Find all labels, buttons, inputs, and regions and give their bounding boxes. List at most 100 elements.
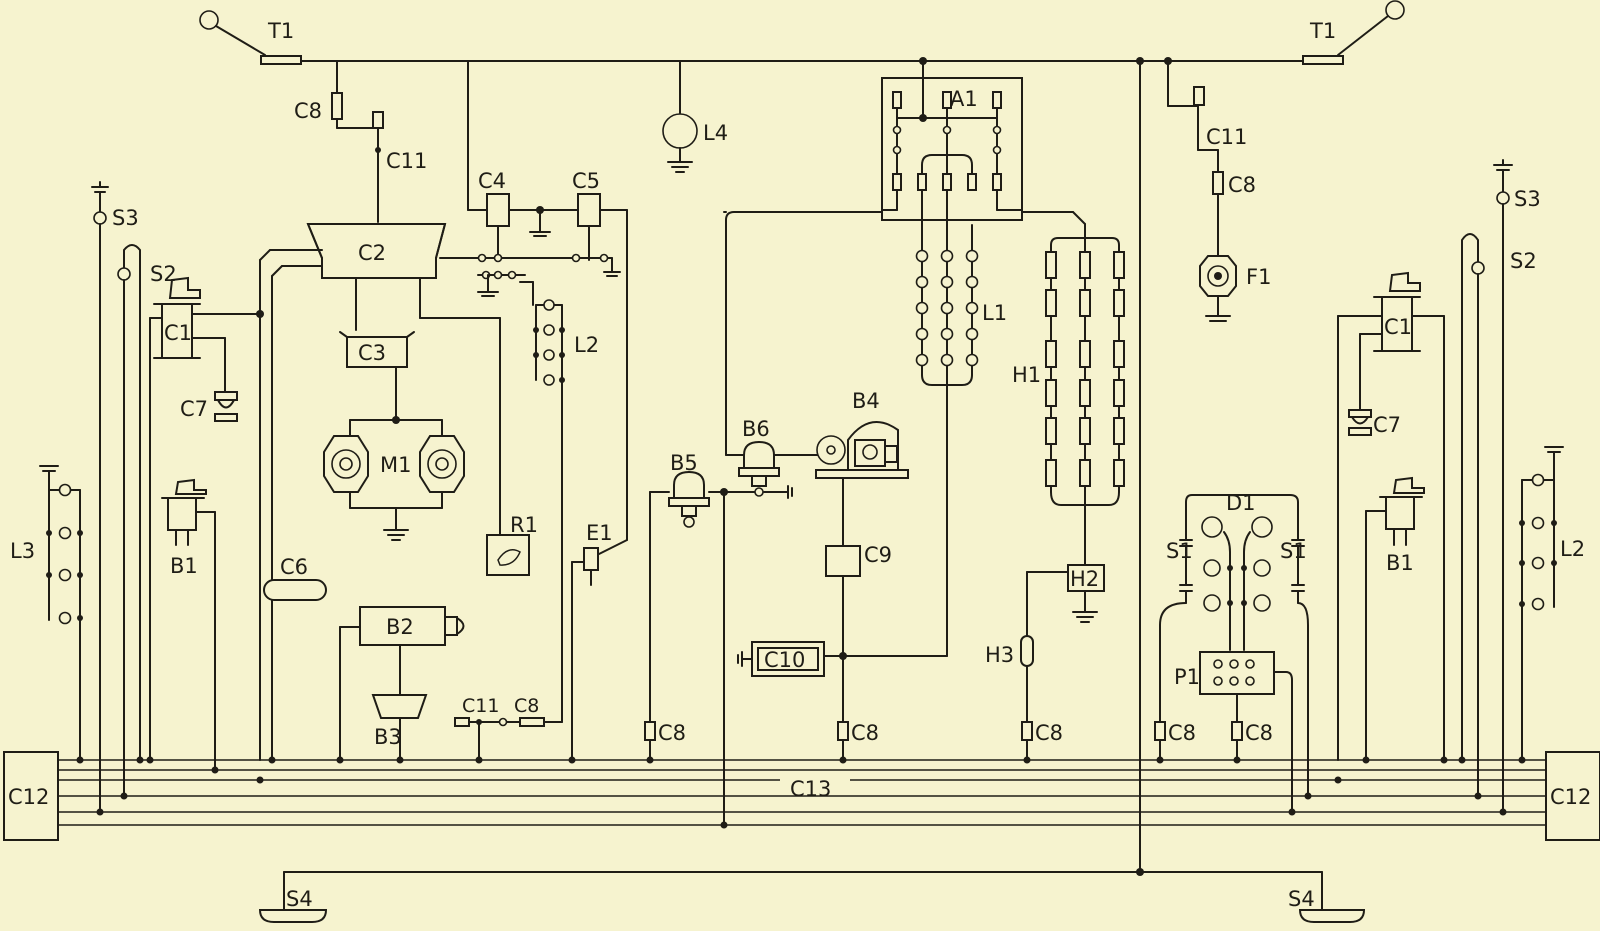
label-b1-left: B1 [170,554,198,578]
bus-c13 [58,756,1546,829]
component-c11-c8-low [454,717,545,761]
lamp-l4 [662,60,698,173]
label-c8-p1: C8 [1245,721,1273,745]
label-b6: B6 [742,417,770,441]
component-c7-right [1348,409,1372,436]
label-b5: B5 [670,451,698,475]
label-s3-left: S3 [112,206,139,230]
component-c1-left [117,244,264,797]
coil-chain-l2-right [1519,446,1564,761]
label-l4: L4 [703,121,728,145]
label-d1: D1 [1226,491,1256,515]
label-b3: B3 [374,725,402,749]
label-c8-h3: C8 [1035,721,1063,745]
coil-chain-l3 [39,465,83,761]
switch-s3-right [1493,159,1513,813]
label-c8-s1: C8 [1168,721,1196,745]
label-c2: C2 [358,241,386,265]
label-f1: F1 [1246,265,1271,289]
component-b1-right [1365,476,1425,761]
label-c11-right: C11 [1206,125,1247,149]
label-b1-right: B1 [1386,551,1414,575]
label-l2-middle: L2 [574,333,599,357]
label-a1: A1 [950,87,978,111]
label-h2: H2 [1070,567,1099,591]
component-h2 [1026,564,1105,637]
label-c10: C10 [764,648,805,672]
board-a1 [881,57,1086,226]
label-s4-left: S4 [286,887,313,911]
switch-s3-left [91,181,109,813]
component-d1-s1 [1154,494,1309,797]
label-r1: R1 [510,513,538,537]
switch-s2-right [1461,233,1485,797]
label-c13: C13 [790,777,831,801]
switch-t1-right [1302,0,1405,65]
component-r1 [486,534,530,576]
component-h3 [1020,635,1034,761]
label-s2-left: S2 [150,262,177,286]
branch-f1 [1167,60,1237,322]
label-c12-left: C12 [8,785,49,809]
label-l1: L1 [982,301,1007,325]
label-s1-right: S1 [1280,539,1307,563]
label-c7-right: C7 [1373,413,1401,437]
labels: T1 T1 C8 C11 L4 C4 C5 A1 C11 C8 S3 S3 S2… [8,19,1591,911]
component-c10 [737,641,844,677]
switch-t1-left [199,10,302,65]
component-b5 [644,470,761,761]
c8-c11-drop [331,60,384,223]
label-t1-right: T1 [1309,19,1336,43]
coil-chain-l2-middle [519,281,565,723]
label-c7-left: C7 [180,397,208,421]
bottom-wire-s4 [258,868,1366,923]
label-c1-right: C1 [1384,315,1412,339]
component-b1-left [161,478,216,771]
lamp-array-l1 [842,224,979,657]
label-l3: L3 [10,539,35,563]
central-vertical [1136,57,1172,873]
label-h3: H3 [985,643,1014,667]
label-c8-top: C8 [294,99,322,123]
label-c8-b5: C8 [658,721,686,745]
label-c4: C4 [478,169,506,193]
component-c6 [263,579,327,601]
label-c1-left: C1 [164,321,192,345]
label-l2-right: L2 [1560,537,1585,561]
component-c3 [339,331,415,421]
component-e1 [571,539,628,761]
label-t1-left: T1 [267,19,294,43]
motor-m1 [323,416,465,541]
component-c2 [259,223,501,761]
label-s4-right: S4 [1288,887,1315,911]
label-c6: C6 [280,555,308,579]
component-b2-b3 [339,606,465,761]
relays-c4-c5 [439,60,628,541]
terminal-c12-right [1545,751,1600,841]
label-h1: H1 [1012,363,1041,387]
label-c11-low: C11 [462,695,499,717]
label-b2: B2 [386,615,414,639]
label-c9: C9 [864,543,892,567]
label-c5: C5 [572,169,600,193]
label-c3: C3 [358,341,386,365]
label-m1: M1 [380,453,411,477]
label-c12-right: C12 [1550,785,1591,809]
label-s2-right: S2 [1510,249,1537,273]
label-b4: B4 [852,389,880,413]
label-c8-right: C8 [1228,173,1256,197]
label-e1: E1 [586,521,613,545]
component-p1 [1199,651,1293,813]
component-c7-left [214,391,238,422]
label-c11-top: C11 [386,149,427,173]
terminal-c12-left [3,751,59,841]
component-b4 [815,421,909,547]
component-c1-right [1337,271,1445,761]
label-p1: P1 [1174,665,1200,689]
label-c8-c9: C8 [851,721,879,745]
label-s3-right: S3 [1514,187,1541,211]
heater-array-h1 [1045,223,1125,566]
label-c8-low: C8 [514,695,539,717]
label-s1-left: S1 [1166,539,1193,563]
